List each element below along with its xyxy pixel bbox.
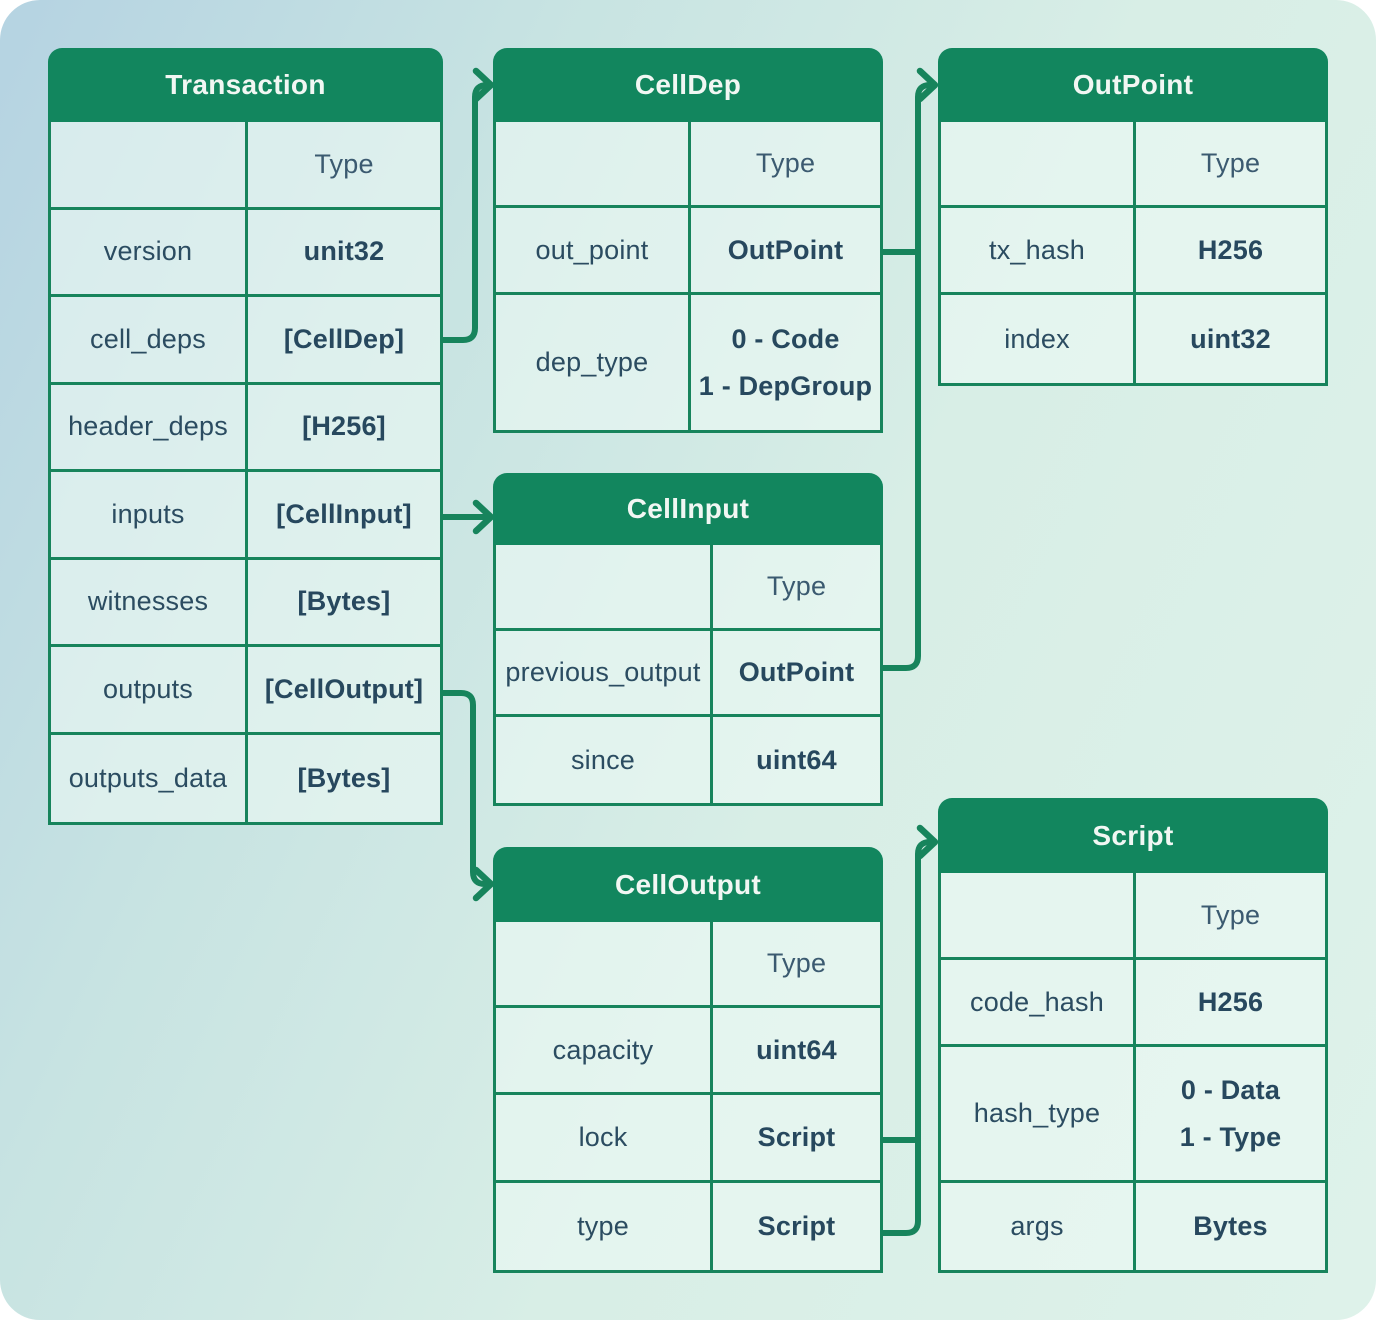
cell-field-name: dep_type bbox=[496, 295, 691, 430]
cell-blank bbox=[496, 545, 713, 631]
cell-field-type: H256 bbox=[1136, 960, 1325, 1047]
cell-field-name: index bbox=[941, 295, 1136, 383]
cell-field-name: outputs bbox=[51, 647, 248, 735]
cell-field-type: 0 - Data 1 - Type bbox=[1136, 1047, 1325, 1183]
cell-type-header: Type bbox=[713, 922, 880, 1008]
table-cellinput-title: CellInput bbox=[493, 473, 883, 545]
table-script: Script Type code_hash H256 hash_type 0 -… bbox=[938, 798, 1328, 1273]
table-cellinput: CellInput Type previous_output OutPoint … bbox=[493, 473, 883, 806]
cell-type-header: Type bbox=[713, 545, 880, 631]
enum-option: 1 - Type bbox=[1179, 1121, 1282, 1152]
cell-blank bbox=[941, 122, 1136, 208]
cell-blank bbox=[941, 873, 1136, 960]
arrowhead-script-icon bbox=[916, 824, 939, 860]
cell-type-header: Type bbox=[1136, 873, 1325, 960]
cell-field-type: Script bbox=[713, 1095, 880, 1183]
cell-field-name: witnesses bbox=[51, 559, 248, 647]
cell-field-type: [CellInput] bbox=[248, 472, 440, 560]
table-outpoint-body: Type tx_hash H256 index uint32 bbox=[938, 122, 1328, 386]
cell-field-type: uint64 bbox=[713, 717, 880, 803]
cell-field-type: [CellOutput] bbox=[248, 647, 440, 735]
cell-field-name: hash_type bbox=[941, 1047, 1136, 1183]
cell-field-name: type bbox=[496, 1183, 713, 1270]
table-celloutput: CellOutput Type capacity uint64 lock Scr… bbox=[493, 847, 883, 1273]
cell-field-name: args bbox=[941, 1183, 1136, 1270]
cell-field-type: H256 bbox=[1136, 208, 1325, 295]
table-transaction: Transaction Type version unit32 cell_dep… bbox=[48, 48, 443, 825]
cell-field-name: cell_deps bbox=[51, 297, 248, 385]
cell-type-header: Type bbox=[1136, 122, 1325, 208]
cell-blank bbox=[496, 922, 713, 1008]
cell-blank bbox=[496, 122, 691, 208]
enum-option: 0 - Code bbox=[731, 324, 840, 355]
cell-field-type: OutPoint bbox=[691, 208, 880, 295]
cell-field-type: unit32 bbox=[248, 209, 440, 297]
cell-field-type: [CellDep] bbox=[248, 297, 440, 385]
cell-field-name: since bbox=[496, 717, 713, 803]
table-outpoint-title: OutPoint bbox=[938, 48, 1328, 122]
cell-field-name: capacity bbox=[496, 1008, 713, 1095]
cell-field-type: Bytes bbox=[1136, 1183, 1325, 1270]
cell-field-type: uint32 bbox=[1136, 295, 1325, 383]
cell-field-name: lock bbox=[496, 1095, 713, 1183]
arrowhead-celloutput-icon bbox=[472, 866, 495, 902]
table-celloutput-title: CellOutput bbox=[493, 847, 883, 922]
arrow-previous-output-to-outpoint bbox=[880, 82, 935, 671]
arrowhead-cellinput-icon bbox=[472, 499, 495, 535]
cell-field-name: previous_output bbox=[496, 631, 713, 717]
enum-option: 1 - DepGroup bbox=[698, 370, 873, 401]
cell-field-name: version bbox=[51, 209, 248, 297]
cell-field-type: [H256] bbox=[248, 384, 440, 472]
arrowhead-celldep-icon bbox=[472, 67, 495, 103]
table-transaction-body: Type version unit32 cell_deps [CellDep] … bbox=[48, 122, 443, 825]
cell-field-name: outputs_data bbox=[51, 734, 248, 822]
cell-blank bbox=[51, 122, 248, 210]
cell-field-type: uint64 bbox=[713, 1008, 880, 1095]
cell-field-type: [Bytes] bbox=[248, 559, 440, 647]
cell-field-type: [Bytes] bbox=[248, 734, 440, 822]
cell-field-name: inputs bbox=[51, 472, 248, 560]
table-celldep-title: CellDep bbox=[493, 48, 883, 122]
cell-field-name: tx_hash bbox=[941, 208, 1136, 295]
arrow-outputs-to-celloutput bbox=[440, 690, 490, 887]
cell-field-name: out_point bbox=[496, 208, 691, 295]
cell-type-header: Type bbox=[691, 122, 880, 208]
enum-option: 0 - Data bbox=[1180, 1075, 1281, 1106]
table-celloutput-body: Type capacity uint64 lock Script type Sc… bbox=[493, 922, 883, 1273]
cell-field-type: 0 - Code 1 - DepGroup bbox=[691, 295, 880, 430]
cell-field-name: header_deps bbox=[51, 384, 248, 472]
table-outpoint: OutPoint Type tx_hash H256 index uint32 bbox=[938, 48, 1328, 386]
table-celldep-body: Type out_point OutPoint dep_type 0 - Cod… bbox=[493, 122, 883, 433]
table-transaction-title: Transaction bbox=[48, 48, 443, 122]
cell-field-type: OutPoint bbox=[713, 631, 880, 717]
table-celldep: CellDep Type out_point OutPoint dep_type… bbox=[493, 48, 883, 433]
arrow-type-to-script bbox=[880, 839, 935, 1236]
arrow-cell-deps-to-celldep bbox=[440, 82, 492, 343]
arrowhead-outpoint-icon bbox=[916, 67, 939, 103]
table-script-title: Script bbox=[938, 798, 1328, 873]
cell-type-header: Type bbox=[248, 122, 440, 210]
cell-field-type: Script bbox=[713, 1183, 880, 1270]
cell-field-name: code_hash bbox=[941, 960, 1136, 1047]
table-cellinput-body: Type previous_output OutPoint since uint… bbox=[493, 545, 883, 806]
table-script-body: Type code_hash H256 hash_type 0 - Data 1… bbox=[938, 873, 1328, 1273]
